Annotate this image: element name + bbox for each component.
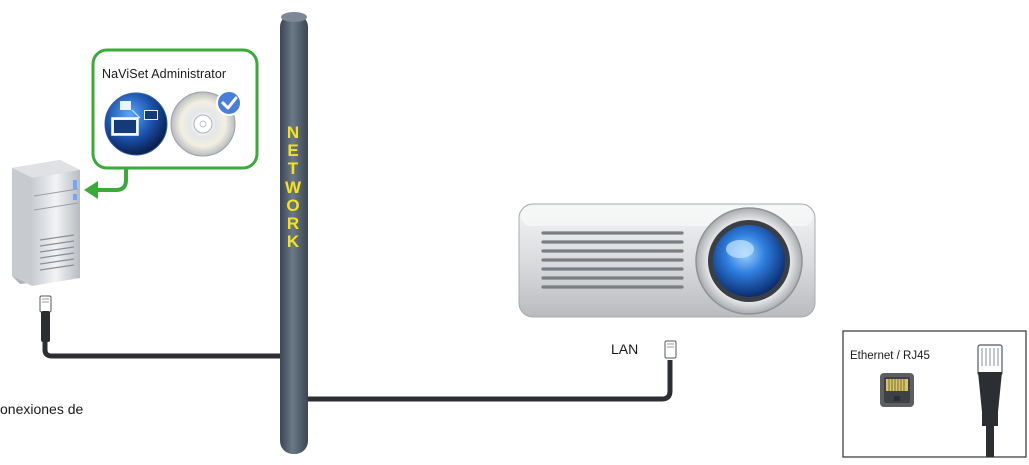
caption-text: onexiones de [0,401,84,417]
projector-cable [306,360,673,402]
network-label: N E T W O R K [285,123,302,252]
network-bar [280,14,308,454]
network-letter: W [285,177,302,197]
network-letter: O [286,195,300,215]
projector-rj45-plug [664,340,677,359]
naviset-app-icon [104,92,168,156]
rj45-jack-icon [880,373,914,407]
arrow-head [84,181,98,199]
network-letter: R [286,214,300,234]
network-bar-top [281,12,307,22]
server-rj45-plug [39,295,52,342]
server-cable [42,340,282,359]
check-badge-icon [216,90,242,116]
legend-title: Ethernet / RJ45 [850,350,930,362]
lan-port-label: LAN [611,341,639,357]
network-letter: N [286,123,300,142]
callout-arrow [96,168,128,192]
rj45-cable-plug-icon [977,344,1003,457]
software-title: NaViSet Administrator [102,67,227,81]
network-letter: K [286,232,300,252]
projector-icon [518,203,816,318]
network-letter: T [287,159,299,179]
network-letter: E [287,141,299,161]
server-icon [12,160,80,286]
